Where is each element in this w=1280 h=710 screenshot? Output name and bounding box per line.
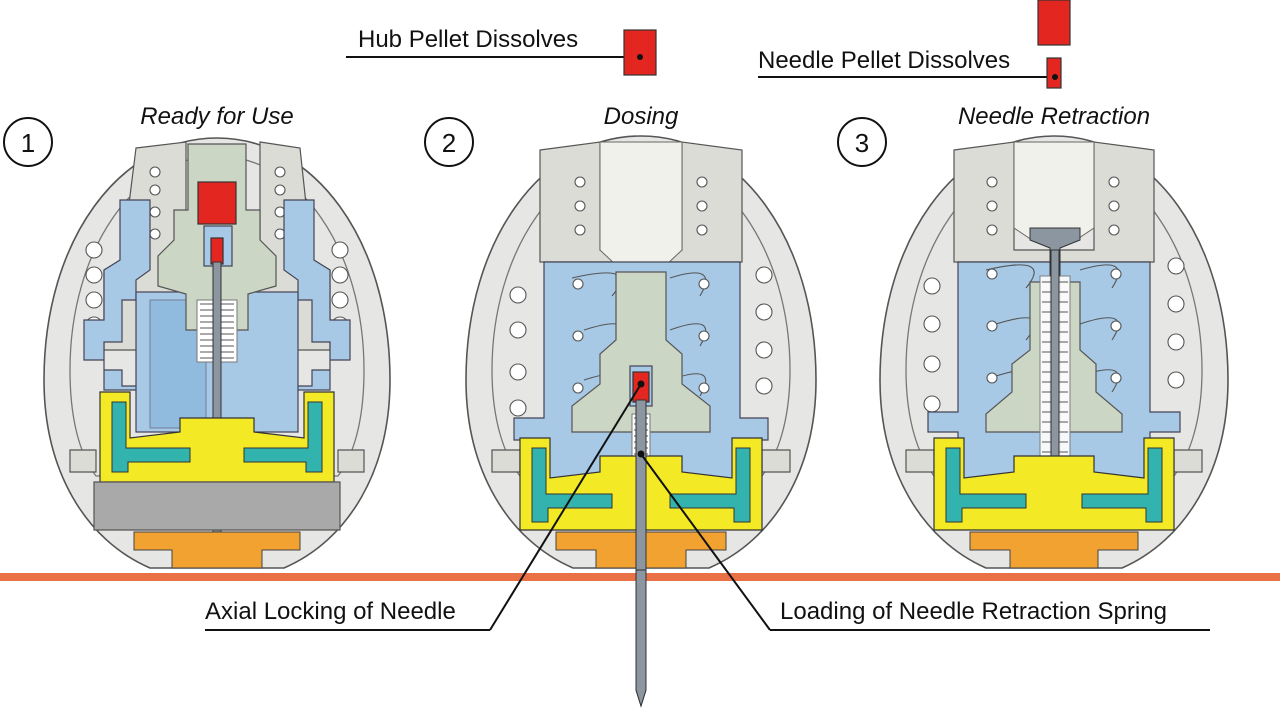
stage-1-number: 1	[21, 128, 35, 158]
needle-pellet-label: Needle Pellet Dissolves	[758, 47, 1010, 74]
spring-loading-label: Loading of Needle Retraction Spring	[780, 598, 1167, 625]
axial-locking-callout: Axial Locking of Needle	[205, 380, 645, 631]
hub-pellet	[197, 181, 237, 225]
stage-2-number-badge	[424, 117, 474, 167]
stage-2-number: 2	[442, 128, 456, 158]
device-needle-retraction	[879, 135, 1229, 569]
needle-pellet	[210, 237, 224, 265]
axial-locking-label: Axial Locking of Needle	[205, 598, 456, 625]
stage-2-title: Dosing	[604, 103, 679, 130]
stage-3-number-badge	[837, 117, 887, 167]
stage-1-number-badge	[3, 117, 53, 167]
hub-pellet-legend: Hub Pellet Dissolves	[346, 26, 657, 76]
stage-3-title: Needle Retraction	[958, 103, 1150, 130]
device-dosing	[465, 135, 817, 708]
stage-1-title: Ready for Use	[140, 103, 293, 130]
stage-2-header: 2 Dosing	[424, 103, 679, 167]
hub-pellet-swatch	[623, 29, 657, 76]
device-ready-for-use	[43, 137, 391, 569]
needle-pellet-swatch-dissolved	[1046, 57, 1062, 89]
stage-1-header: 1 Ready for Use	[3, 103, 294, 167]
needle-pellet-swatch-full	[1037, 0, 1071, 46]
hub-pellet-label: Hub Pellet Dissolves	[358, 26, 578, 53]
needle-pellet-legend: Needle Pellet Dissolves	[758, 0, 1071, 89]
stage-3-number: 3	[855, 128, 869, 158]
stage-3-header: 3 Needle Retraction	[837, 103, 1150, 167]
spring-loading-callout: Loading of Needle Retraction Spring	[637, 450, 1210, 631]
